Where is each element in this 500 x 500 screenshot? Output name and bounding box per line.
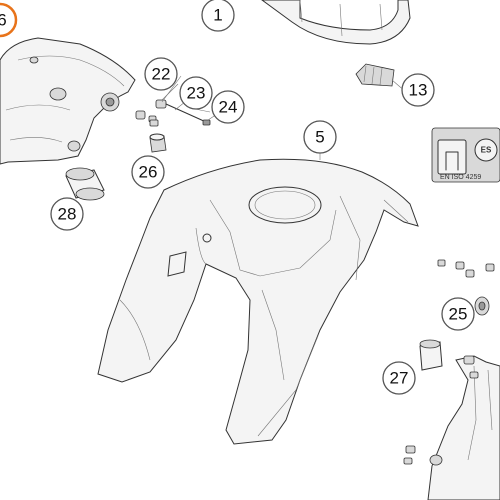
callout-24-label: 24 (219, 98, 238, 117)
callout-5-label: 5 (315, 128, 324, 147)
part-26-bushing (149, 133, 167, 153)
callout-13: 13 (401, 73, 435, 107)
right-fasteners (437, 259, 495, 316)
part-27-sleeve (419, 339, 443, 371)
parts-22-24-fasteners (135, 83, 211, 127)
callout-6-label: 6 (0, 11, 7, 30)
callout-25-label: 25 (449, 305, 468, 324)
callout-24: 24 (211, 90, 245, 124)
callout-26-label: 26 (139, 163, 158, 182)
callout-23: 23 (179, 76, 213, 110)
placard-badge: ES (481, 146, 492, 155)
warning-placard: ES EN ISO 4259 (431, 127, 500, 183)
callout-26: 26 (131, 155, 165, 189)
callout-28: 28 (50, 197, 84, 231)
callout-23-label: 23 (187, 84, 206, 103)
part-28-damper (65, 167, 105, 201)
part-5-fuel-tank (97, 158, 419, 445)
callout-6: 6 (0, 2, 18, 38)
callout-1: 1 (201, 0, 235, 32)
callout-5: 5 (303, 120, 337, 154)
callout-27-label: 27 (390, 369, 409, 388)
callout-22-label: 22 (152, 65, 171, 84)
right-side-panel (403, 355, 500, 500)
callout-1-label: 1 (213, 6, 222, 25)
placard-caption: EN ISO 4259 (440, 174, 481, 181)
part-1-tank-top (261, 0, 411, 45)
callout-22: 22 (144, 57, 178, 91)
callout-25: 25 (441, 297, 475, 331)
callout-28-label: 28 (58, 205, 77, 224)
part-6-side-cover (0, 37, 136, 165)
callout-13-label: 13 (409, 81, 428, 100)
part-13-pad (355, 63, 395, 87)
callout-27: 27 (382, 361, 416, 395)
